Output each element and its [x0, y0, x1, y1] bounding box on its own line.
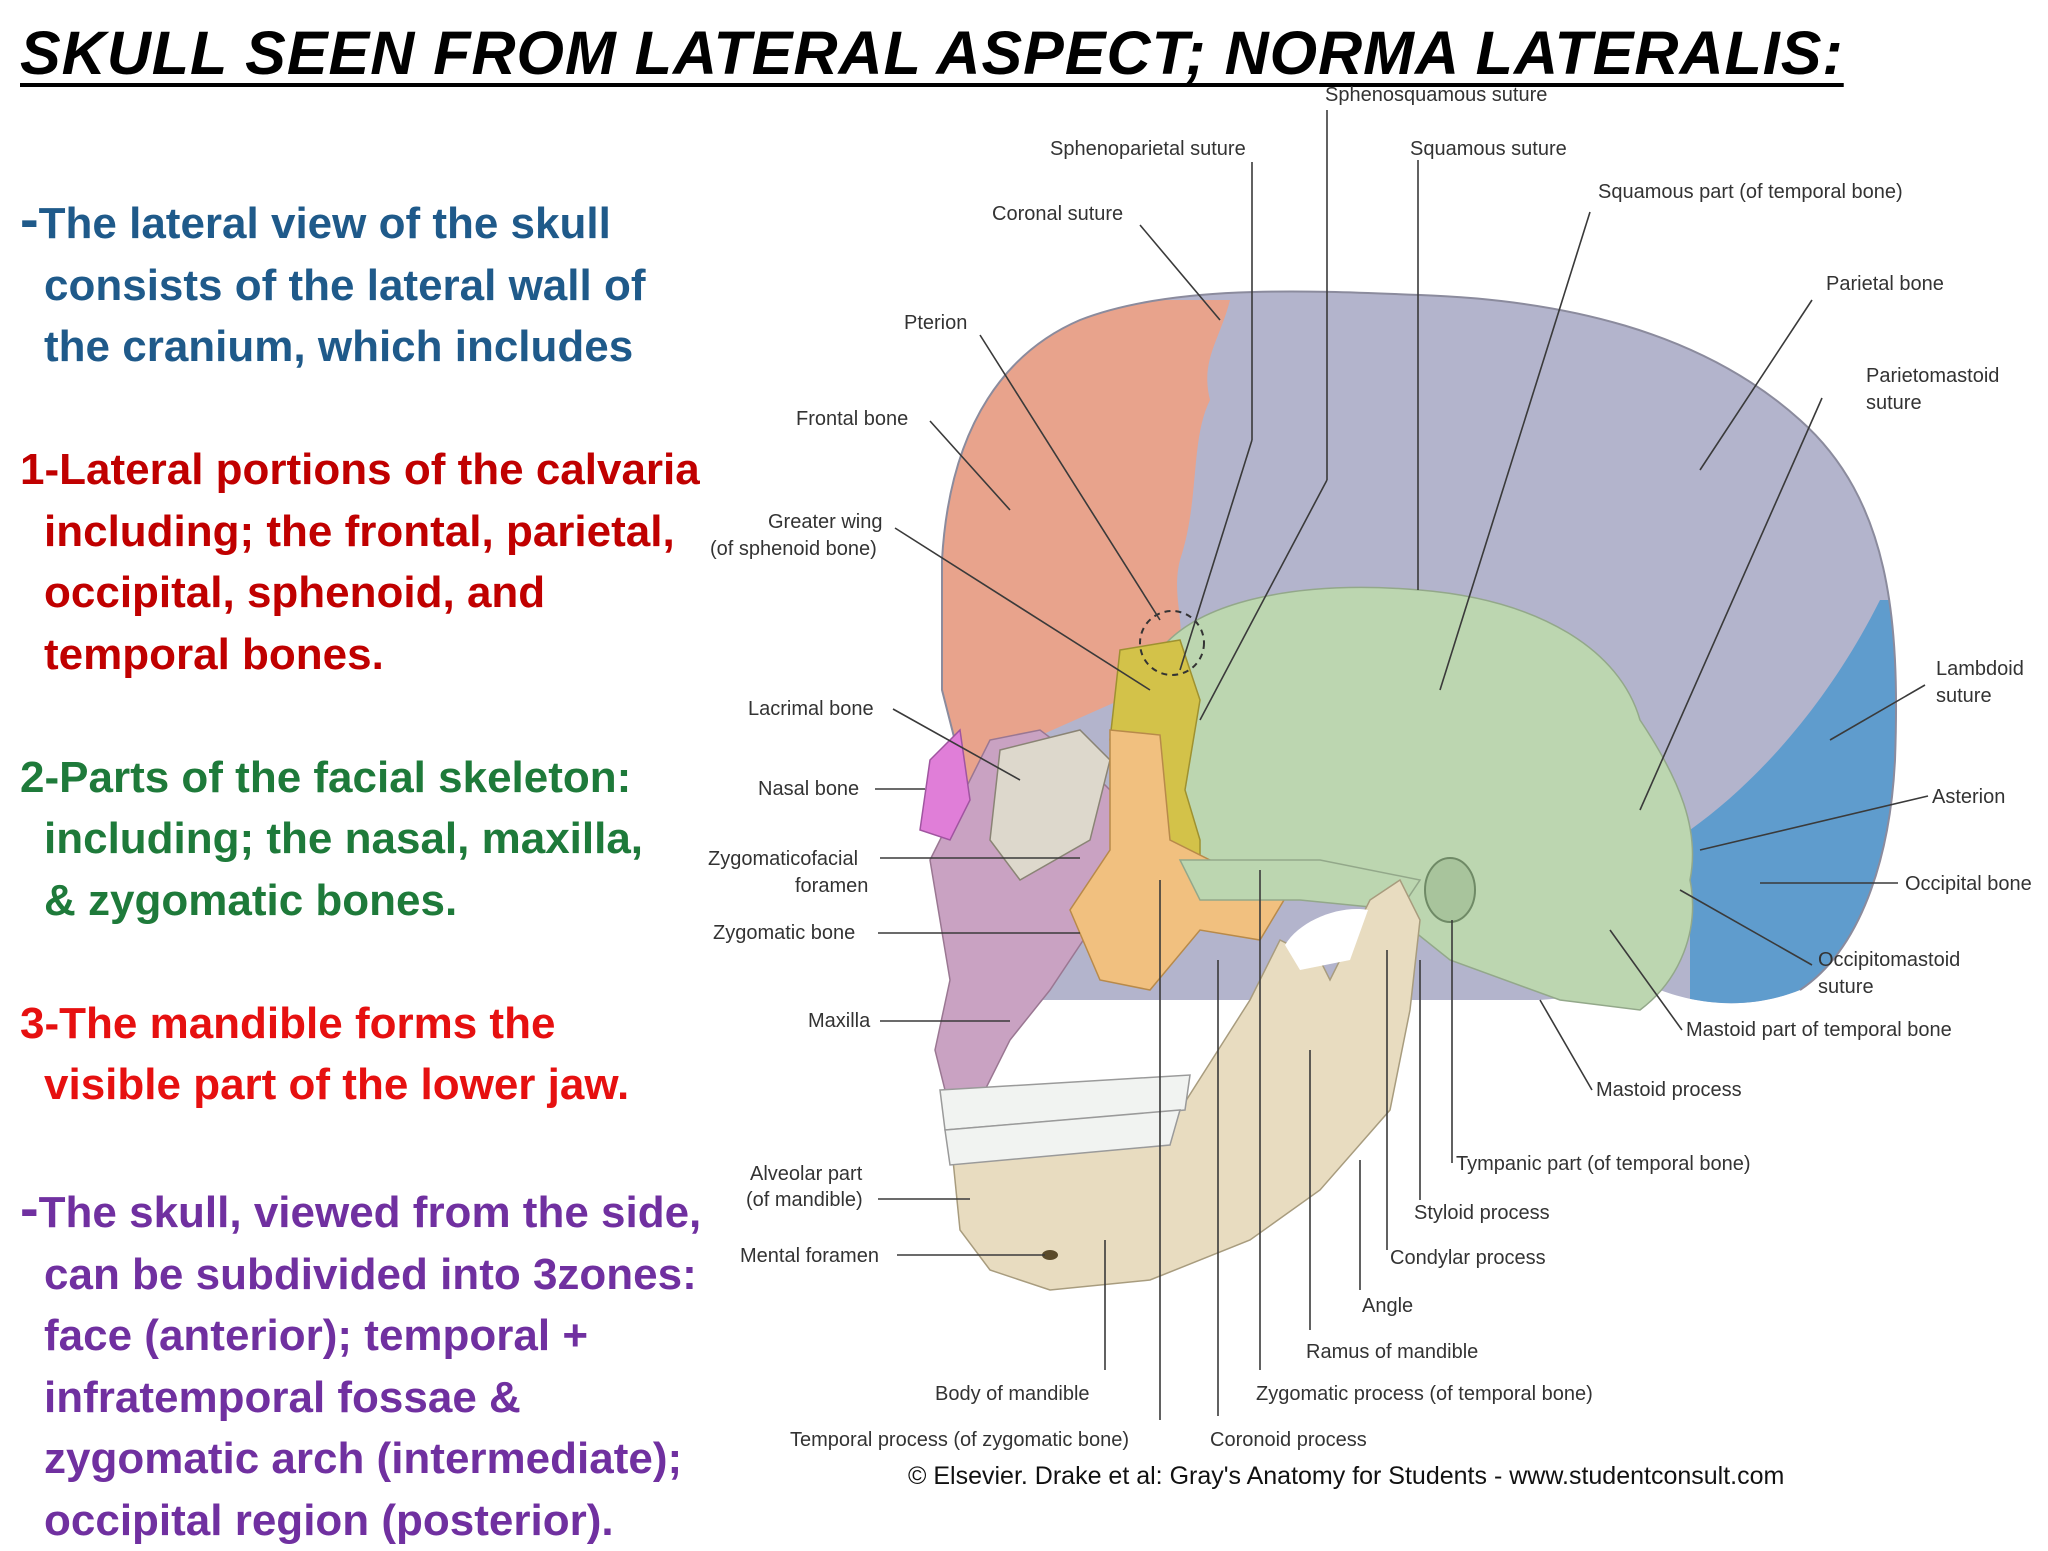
label-alveolar-part: Alveolar part [750, 1163, 863, 1185]
label-lambdoid-suture: Lambdoid [1936, 658, 2024, 680]
label-pterion: Pterion [904, 312, 967, 334]
leader-mastoid-process [1540, 1000, 1592, 1090]
image-credit: © Elsevier. Drake et al: Gray's Anatomy … [908, 1462, 1784, 1491]
label-squamous-suture: Squamous suture [1410, 138, 1567, 160]
label-zygomaticofacial-foramen: Zygomaticofacial [708, 848, 858, 870]
external-acoustic-meatus [1425, 858, 1475, 922]
label-zygomatic-process: Zygomatic process (of temporal bone) [1256, 1383, 1593, 1405]
label-ramus-of-mandible: Ramus of mandible [1306, 1341, 1478, 1363]
label-coronal-suture: Coronal suture [992, 203, 1123, 225]
label-nasal-bone: Nasal bone [758, 778, 859, 800]
label-sphenosquamous-suture: Sphenosquamous suture [1325, 84, 1547, 106]
label-occipital-bone: Occipital bone [1905, 873, 2032, 895]
label-temporal-process: Temporal process (of zygomatic bone) [790, 1429, 1129, 1451]
label-parietomastoid-suture-line2: suture [1866, 392, 1922, 414]
label-alveolar-part-line2: (of mandible) [746, 1189, 863, 1211]
label-maxilla: Maxilla [808, 1010, 871, 1032]
label-styloid-process: Styloid process [1414, 1202, 1550, 1224]
label-frontal-bone: Frontal bone [796, 408, 908, 430]
label-parietal-bone: Parietal bone [1826, 273, 1944, 295]
label-sphenoparietal-suture: Sphenoparietal suture [1050, 138, 1246, 160]
label-occipitomastoid-suture-line2: suture [1818, 976, 1874, 998]
label-squamous-part: Squamous part (of temporal bone) [1598, 181, 1903, 203]
label-asterion: Asterion [1932, 786, 2005, 808]
label-greater-wing-line2: (of sphenoid bone) [710, 538, 877, 560]
label-mental-foramen: Mental foramen [740, 1245, 879, 1267]
label-tympanic-part: Tympanic part (of temporal bone) [1456, 1153, 1751, 1175]
label-mastoid-part: Mastoid part of temporal bone [1686, 1019, 1952, 1041]
label-mastoid-process: Mastoid process [1596, 1079, 1742, 1101]
label-body-of-mandible: Body of mandible [935, 1383, 1090, 1405]
label-lacrimal-bone: Lacrimal bone [748, 698, 874, 720]
label-greater-wing: Greater wing [768, 511, 883, 533]
label-zygomatic-bone: Zygomatic bone [713, 922, 855, 944]
label-coronoid-process: Coronoid process [1210, 1429, 1367, 1451]
label-parietomastoid-suture: Parietomastoid [1866, 365, 1999, 387]
label-lambdoid-suture-line2: suture [1936, 685, 1992, 707]
label-occipitomastoid-suture: Occipitomastoid [1818, 949, 1960, 971]
label-angle: Angle [1362, 1295, 1413, 1317]
label-zygomaticofacial-foramen-line2: foramen [795, 875, 868, 897]
label-condylar-process: Condylar process [1390, 1247, 1546, 1269]
